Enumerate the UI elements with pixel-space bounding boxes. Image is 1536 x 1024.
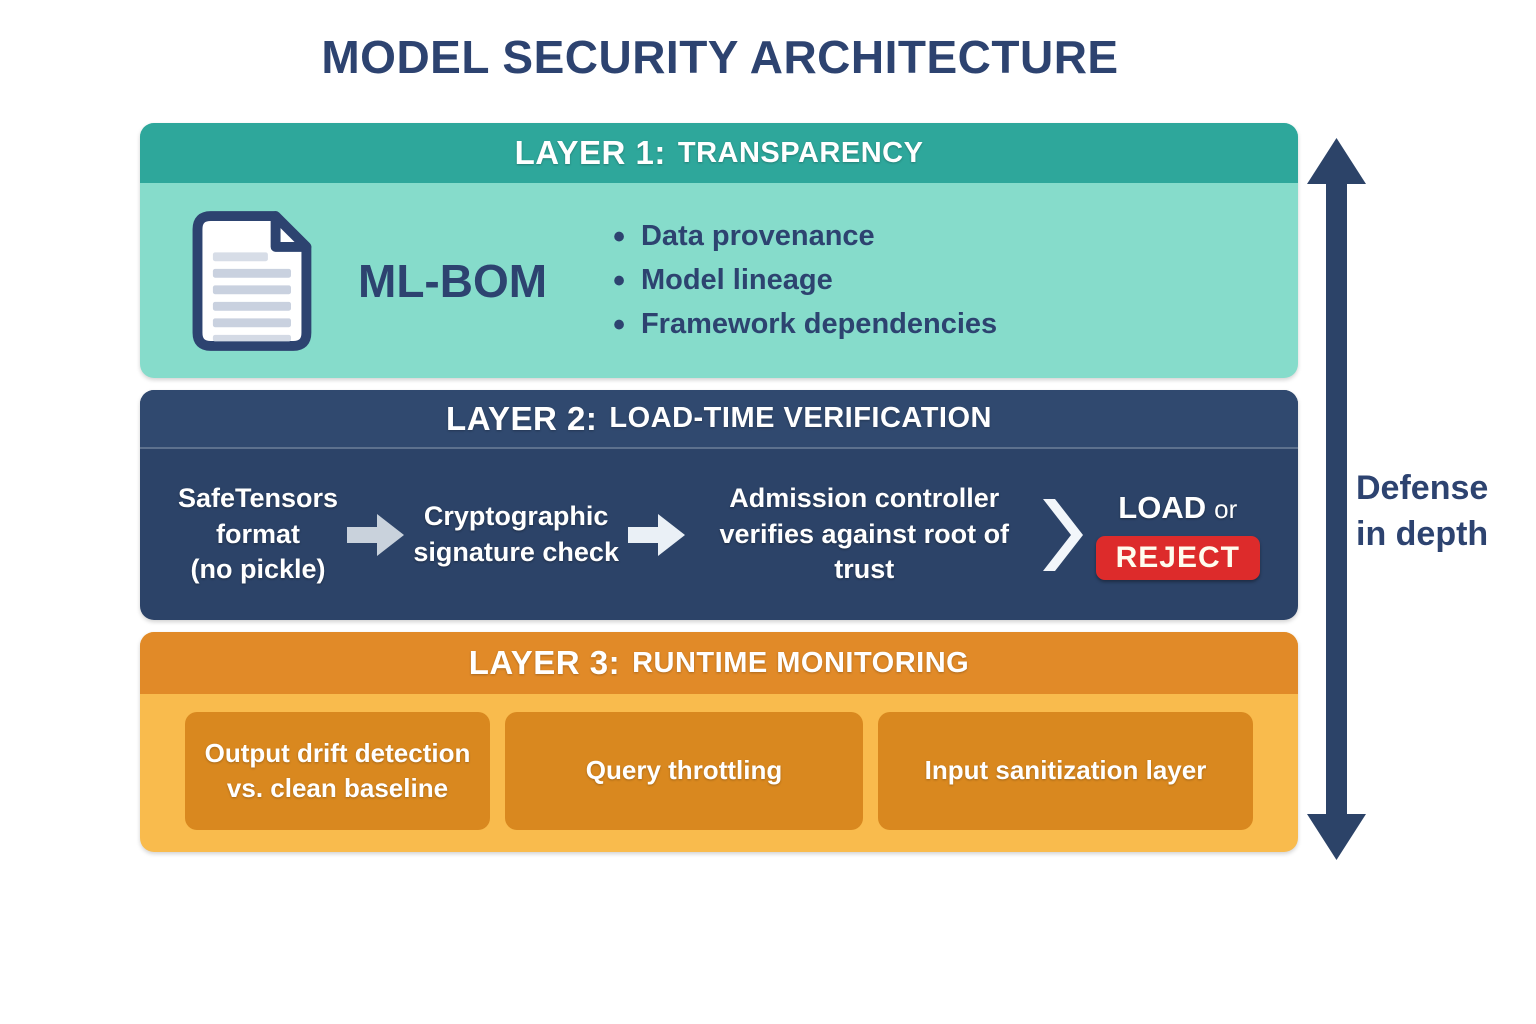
page-title: MODEL SECURITY ARCHITECTURE — [321, 31, 1119, 83]
layer3-header-title: RUNTIME MONITORING — [632, 646, 970, 679]
layer3-header: LAYER 3: RUNTIME MONITORING — [140, 632, 1298, 694]
step-line: signature check — [413, 536, 619, 567]
layer1-header: LAYER 1: TRANSPARENCY — [140, 123, 1298, 183]
step-line: verifies against root of trust — [719, 518, 1010, 585]
defense-depth-label: Defense in depth — [1356, 466, 1488, 558]
defense-label-line1: Defense — [1356, 469, 1489, 507]
chevron-right-icon — [1042, 498, 1083, 571]
layer2-panel: LAYER 2: LOAD-TIME VERIFICATION SafeTens… — [140, 390, 1298, 620]
bullet-item-framework-dependencies: Framework dependencies — [613, 308, 997, 342]
layer2-header: LAYER 2: LOAD-TIME VERIFICATION — [140, 390, 1298, 449]
monitor-box-output-drift: Output drift detection vs. clean baselin… — [185, 712, 490, 830]
step-safetensors: SafeTensors format (no pickle) — [178, 481, 338, 588]
defense-depth-arrow — [1307, 138, 1366, 860]
step-line: (no pickle) — [190, 554, 326, 585]
document-icon — [192, 210, 312, 351]
load-label: LOAD — [1118, 489, 1207, 525]
layer1-body: ML-BOM Data provenance Model lineage Fra… — [140, 183, 1298, 378]
bullet-item-model-lineage: Model lineage — [613, 264, 997, 298]
arrow-right-icon — [346, 513, 404, 556]
layer3-body: Output drift detection vs. clean baselin… — [140, 694, 1298, 830]
step-admission-controller: Admission controller verifies against ro… — [694, 481, 1034, 588]
step-line: Cryptographic — [423, 500, 609, 531]
layer1-header-title: TRANSPARENCY — [677, 136, 924, 169]
layer3-panel: LAYER 3: RUNTIME MONITORING Output drift… — [140, 632, 1298, 852]
monitor-box-query-throttling: Query throttling — [505, 712, 863, 830]
layer2-header-title: LOAD-TIME VERIFICATION — [609, 402, 992, 434]
or-label: or — [1214, 493, 1238, 524]
layer3-header-prefix: LAYER 3: — [468, 644, 621, 681]
bullet-item-data-provenance: Data provenance — [613, 220, 997, 254]
layer2-header-prefix: LAYER 2: — [446, 399, 598, 437]
layer2-body: SafeTensors format (no pickle) Cryptogra… — [140, 449, 1298, 620]
layer1-panel: LAYER 1: TRANSPARENCY ML-BOM Data proven… — [140, 123, 1298, 378]
layer1-bullet-list: Data provenance Model lineage Framework … — [613, 210, 997, 352]
monitor-box-input-sanitization: Input sanitization layer — [878, 712, 1253, 830]
mlbom-label: ML-BOM — [358, 254, 548, 307]
defense-label-line2: in depth — [1356, 514, 1489, 553]
layer1-header-prefix: LAYER 1: — [514, 134, 666, 171]
step-line: Admission controller — [729, 483, 1000, 514]
step-line: SafeTensors — [178, 483, 339, 514]
arrow-right-icon — [627, 513, 685, 556]
step-crypto-signature: Cryptographic signature check — [413, 499, 619, 570]
reject-badge: REJECT — [1095, 535, 1260, 580]
step-line: format — [216, 518, 301, 549]
